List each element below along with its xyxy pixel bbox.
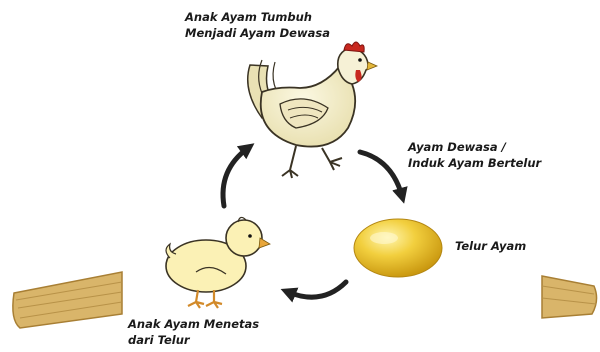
chick-stage-label-line2: dari Telur	[128, 332, 259, 348]
hen-icon	[248, 42, 377, 178]
hen-stage-label-line1: Ayam Dewasa /	[408, 139, 541, 155]
arrow-egg-to-chick	[288, 282, 346, 297]
egg-stage-label: Telur Ayam	[455, 238, 526, 254]
arrow-hen-to-egg	[360, 152, 402, 196]
egg-icon	[354, 219, 442, 277]
book-right-icon	[542, 276, 597, 318]
adult-stage-label-line1: Anak Ayam Tumbuh	[185, 9, 330, 25]
hen-stage-label: Ayam Dewasa / Induk Ayam Bertelur	[408, 139, 541, 171]
arrow-chick-to-hen	[223, 148, 248, 206]
book-left-icon	[13, 272, 122, 328]
hen-stage-label-line2: Induk Ayam Bertelur	[408, 155, 541, 171]
egg-stage-label-line1: Telur Ayam	[455, 238, 526, 254]
adult-stage-label-line2: Menjadi Ayam Dewasa	[185, 25, 330, 41]
chick-stage-label: Anak Ayam Menetas dari Telur	[128, 316, 259, 348]
chick-stage-label-line1: Anak Ayam Menetas	[128, 316, 259, 332]
chick-icon	[166, 217, 270, 308]
adult-stage-label: Anak Ayam Tumbuh Menjadi Ayam Dewasa	[185, 9, 330, 41]
